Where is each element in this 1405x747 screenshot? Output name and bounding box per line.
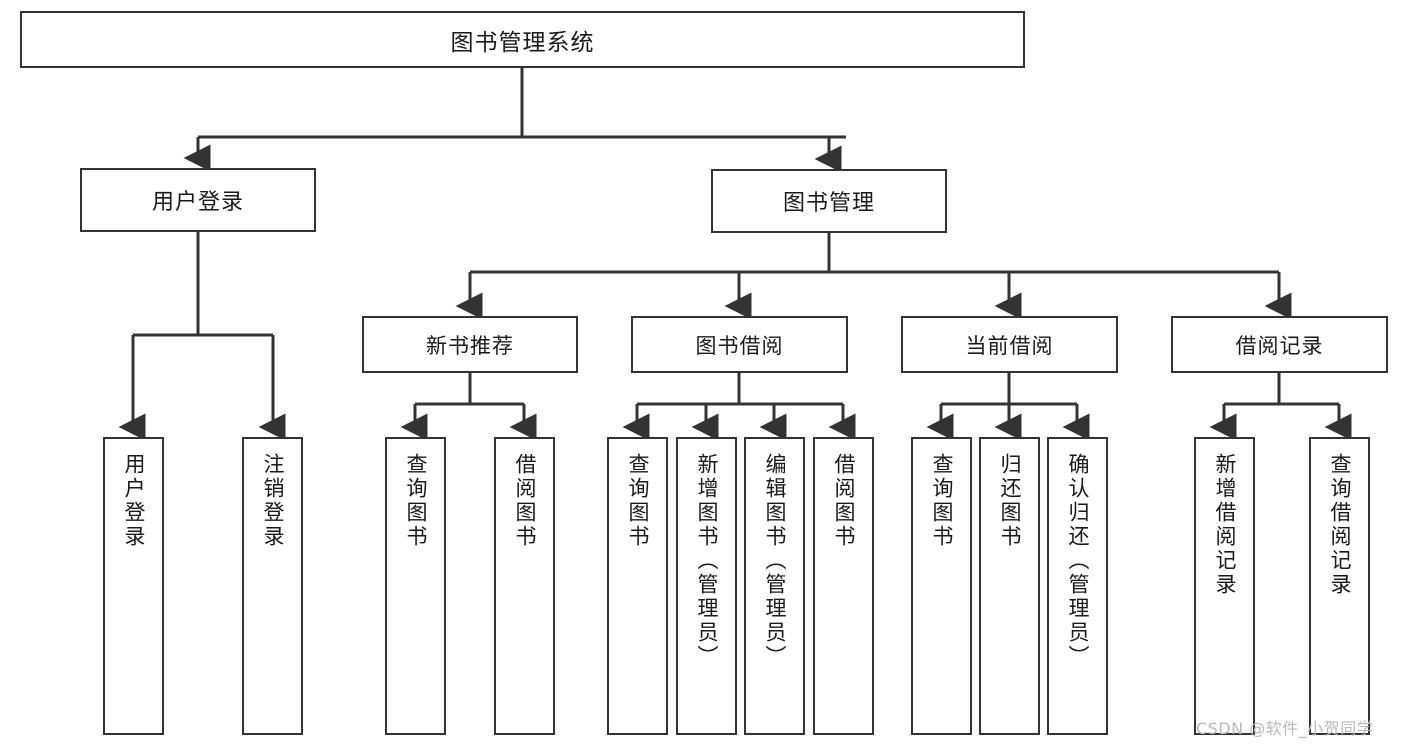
node-book-borrow[interactable]: 图书借阅 (631, 316, 848, 373)
leaf-borrow-query-book[interactable]: 查询图书 (607, 437, 668, 735)
node-current-borrow[interactable]: 当前借阅 (901, 316, 1118, 373)
node-new-book-recommend-label: 新书推荐 (426, 333, 514, 358)
node-book-management-label: 图书管理 (782, 191, 875, 216)
leaf-label: 借阅图书 (513, 453, 537, 549)
leaf-new-book-query[interactable]: 查询图书 (385, 437, 446, 735)
node-borrow-record[interactable]: 借阅记录 (1171, 316, 1388, 373)
leaf-current-return-book[interactable]: 归还图书 (979, 437, 1040, 735)
node-new-book-recommend[interactable]: 新书推荐 (362, 316, 578, 373)
leaf-label: 查询图书 (930, 453, 954, 549)
node-user-login[interactable]: 用户登录 (80, 168, 316, 232)
leaf-label: 查询图书 (404, 453, 428, 549)
leaf-label: 确认归还（管理员） (1066, 453, 1090, 669)
leaf-label: 查询借阅记录 (1328, 453, 1352, 597)
leaf-new-book-borrow[interactable]: 借阅图书 (494, 437, 555, 735)
leaf-label: 归还图书 (998, 453, 1022, 549)
leaf-label: 注销登录 (261, 453, 285, 549)
leaf-current-confirm-return-admin[interactable]: 确认归还（管理员） (1047, 437, 1108, 735)
leaf-borrow-add-book-admin[interactable]: 新增图书（管理员） (676, 437, 737, 735)
leaf-user-login-logout[interactable]: 注销登录 (242, 437, 303, 735)
leaf-label: 新增借阅记录 (1213, 453, 1237, 597)
leaf-record-query-record[interactable]: 查询借阅记录 (1309, 437, 1370, 735)
leaf-label: 借阅图书 (832, 453, 856, 549)
leaf-borrow-edit-book-admin[interactable]: 编辑图书（管理员） (744, 437, 805, 735)
leaf-label: 用户登录 (122, 453, 146, 549)
leaf-record-add-record[interactable]: 新增借阅记录 (1194, 437, 1255, 735)
leaf-label: 编辑图书（管理员） (763, 453, 787, 669)
node-root-label: 图书管理系统 (450, 29, 595, 56)
watermark-text: CSDN @软件_小贺同学 (1196, 719, 1374, 738)
node-borrow-record-label: 借阅记录 (1235, 333, 1324, 358)
node-current-borrow-label: 当前借阅 (965, 333, 1054, 358)
leaf-borrow-borrow-book[interactable]: 借阅图书 (813, 437, 874, 735)
leaf-current-query-book[interactable]: 查询图书 (911, 437, 972, 735)
node-book-borrow-label: 图书借阅 (695, 333, 784, 358)
leaf-label: 新增图书（管理员） (695, 453, 719, 669)
node-book-management[interactable]: 图书管理 (711, 169, 947, 233)
node-user-login-label: 用户登录 (151, 190, 244, 215)
node-root-system[interactable]: 图书管理系统 (20, 11, 1025, 68)
leaf-label: 查询图书 (626, 453, 650, 549)
leaf-user-login-signin[interactable]: 用户登录 (103, 437, 164, 735)
